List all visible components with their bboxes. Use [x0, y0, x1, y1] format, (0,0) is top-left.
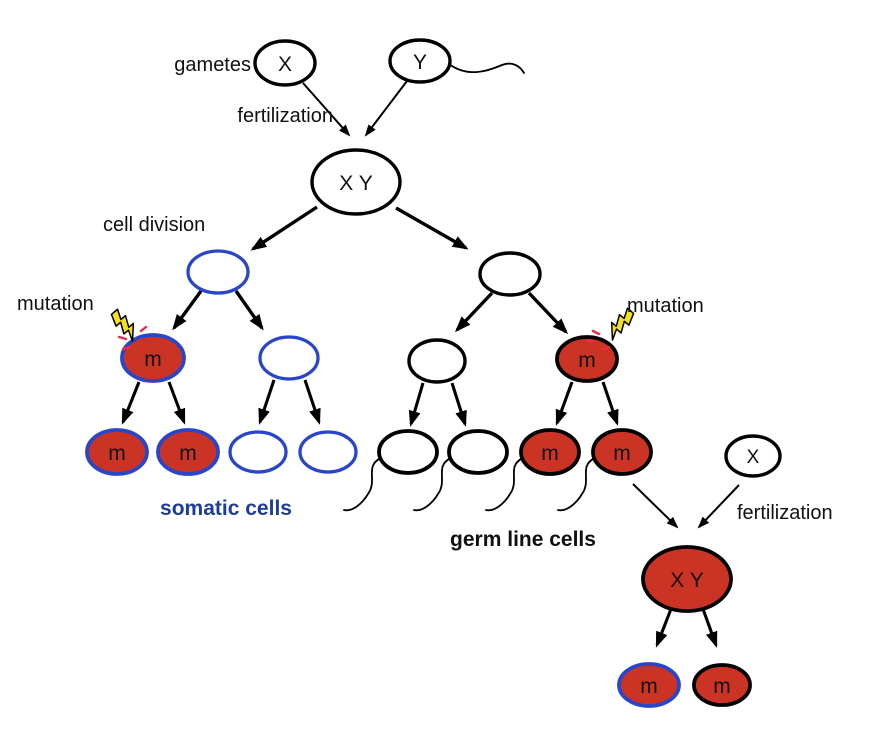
- somatic-normal-parent-cell: [258, 335, 320, 381]
- fertilization-top-label: fertilization: [237, 105, 333, 127]
- germline-mutant-2-text: m: [613, 442, 631, 465]
- germ-cell-tail-3: [485, 457, 524, 512]
- somatic-normal-cell-1: [228, 430, 288, 474]
- fertilization-arrow-from-y: [364, 80, 408, 137]
- somatic-normal-cell-2: [298, 430, 358, 474]
- germline-normal-parent-cell: [407, 338, 467, 384]
- germ-n-child-arrow-1: [408, 382, 425, 427]
- germline-mutant-cell-1: [519, 428, 581, 476]
- cells: [85, 38, 782, 708]
- impact-sparks-left-icon: [117, 325, 148, 351]
- germ-m-child-arrow-2: [601, 381, 619, 426]
- fertilization2-arrow-from-m: [632, 483, 679, 529]
- mutation-right-label: mutation: [627, 295, 704, 317]
- germ-arrow-to-mutant: [527, 291, 569, 335]
- somatic-mutant-cell-2: [156, 428, 220, 476]
- germline-normal-cell-2: [447, 429, 509, 475]
- germline-normal-cell-1: [377, 429, 439, 475]
- annotations: gametes fertilization cell division muta…: [17, 54, 833, 551]
- somatic-mutant-cell-1: [85, 428, 149, 476]
- offspring-germline-m-text: m: [713, 675, 731, 698]
- somatic-arrow-to-normal: [234, 290, 264, 331]
- impact-sparks-right-icon: [586, 329, 611, 351]
- cell-letters: X Y X Y m m m m m m X X Y m m: [108, 51, 759, 698]
- offspring-germline-mutant-cell: [692, 663, 752, 707]
- offspring-somatic-m-text: m: [640, 675, 658, 698]
- somatic-mutant-parent-text: m: [144, 348, 162, 371]
- fertilization2-arrow-from-x: [697, 484, 740, 529]
- germline-mutant-parent-cell: [555, 335, 619, 383]
- gamete-y-cell: [388, 38, 452, 84]
- arrows: [121, 80, 740, 648]
- germ-n-child-arrow-2: [450, 382, 467, 427]
- zygote2-child-arrow-1: [655, 608, 673, 648]
- germ-line-cells-label: germ line cells: [450, 528, 596, 551]
- somatic-mutant-parent-cell: [120, 333, 186, 383]
- somatic-progenitor-cell: [186, 249, 250, 295]
- gamete-x-cell: [253, 39, 317, 87]
- lightning-bolt-right-icon: [610, 307, 635, 341]
- germline-mutant-cell-2: [591, 428, 653, 476]
- sperm-tails: [343, 62, 596, 512]
- gamete-x2-text: X: [747, 447, 760, 468]
- gamete-x-text: X: [278, 53, 292, 76]
- zygote-text: X Y: [339, 172, 372, 195]
- germ-cell-tail-2: [413, 457, 452, 512]
- somatic-n-child-arrow-1: [258, 379, 276, 425]
- germline-progenitor-cell: [478, 251, 542, 297]
- germ-m-child-arrow-1: [555, 381, 574, 426]
- mutation-events: [110, 307, 635, 351]
- germ-cell-tail-1: [343, 457, 382, 512]
- fertilization-arrow-from-x: [302, 82, 351, 137]
- germline-mutant-1-text: m: [541, 442, 559, 465]
- somatic-m-child-arrow-1: [121, 381, 141, 425]
- cell-division-label: cell division: [103, 214, 205, 236]
- somatic-arrow-to-mutant: [172, 289, 203, 331]
- division-arrow-left: [250, 205, 318, 251]
- y-gamete-tail: [448, 62, 525, 74]
- somatic-cells-label: somatic cells: [160, 497, 292, 520]
- germ-arrow-to-normal: [454, 291, 494, 333]
- mutation-left-label: mutation: [17, 293, 94, 315]
- gamete-y-text: Y: [413, 51, 427, 74]
- fertilization-bottom-label: fertilization: [737, 502, 833, 524]
- germ-cell-tail-4: [557, 457, 596, 512]
- lightning-bolt-left-icon: [110, 308, 135, 342]
- somatic-m-child-arrow-2: [167, 381, 186, 425]
- mutant-zygote-cell: [641, 545, 733, 613]
- gametes-label: gametes: [174, 54, 251, 76]
- division-arrow-right: [395, 206, 469, 250]
- somatic-n-child-arrow-2: [303, 379, 321, 425]
- germline-mutant-parent-text: m: [578, 349, 596, 372]
- gamete-x2-cell: [724, 434, 782, 478]
- mutant-zygote-text: X Y: [670, 569, 703, 592]
- zygote-cell: [310, 148, 402, 216]
- somatic-mutant-1-text: m: [108, 442, 126, 465]
- somatic-mutant-2-text: m: [179, 442, 197, 465]
- zygote2-child-arrow-2: [701, 608, 718, 648]
- offspring-somatic-mutant-cell: [617, 662, 681, 708]
